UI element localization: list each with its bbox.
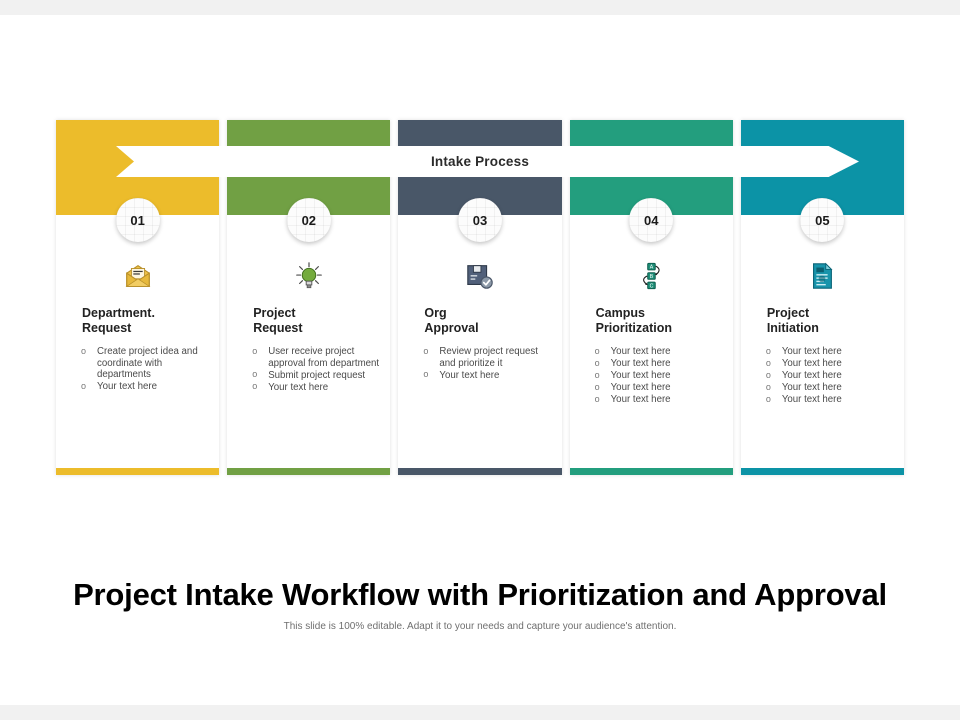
- bullet-item: Your text here: [765, 358, 896, 370]
- bullet-item: Your text here: [765, 346, 896, 358]
- document-certificate-icon: [805, 260, 839, 292]
- step-bullet-list: Create project idea and coordinate with …: [80, 346, 211, 393]
- bullet-item: Your text here: [422, 369, 553, 382]
- bullet-item: Your text here: [594, 358, 725, 370]
- bullet-item: Your text here: [80, 381, 211, 393]
- bullet-item: Your text here: [765, 394, 896, 406]
- bullet-item: Your text here: [765, 382, 896, 394]
- svg-text:A: A: [650, 265, 654, 271]
- process-step-02[interactable]: 02ProjectRequestUser receive project app…: [227, 120, 391, 475]
- bullet-item: Your text here: [594, 394, 725, 406]
- step-title-line1: Campus: [595, 306, 645, 320]
- step-bullet-list: Your text hereYour text hereYour text he…: [594, 346, 725, 406]
- step-bullet-list: Review project request and prioritize it…: [422, 345, 553, 382]
- process-step-05[interactable]: 05ProjectInitiationYour text hereYour te…: [740, 120, 905, 475]
- lightbulb-idea-icon: [292, 260, 326, 292]
- step-number-badge: 05: [800, 198, 845, 242]
- page-subtitle: This slide is 100% editable. Adapt it to…: [283, 621, 677, 632]
- step-footer-bar: [56, 468, 220, 475]
- step-title-line1: Org: [424, 306, 447, 320]
- step-title: Department.Request: [82, 306, 207, 336]
- bullet-item: Your text here: [594, 382, 725, 394]
- envelope-mail-icon: [121, 260, 155, 292]
- step-number-badge: 02: [286, 198, 331, 242]
- step-title-line1: Department.: [82, 306, 155, 320]
- bullet-item: Submit project request: [251, 369, 382, 382]
- bullet-item: Your text here: [251, 381, 382, 394]
- step-bullet-list: User receive project approval from depar…: [251, 345, 382, 394]
- step-title-line2: Prioritization: [595, 321, 673, 335]
- step-title-line1: Project: [253, 306, 296, 320]
- step-footer-bar: [569, 468, 733, 475]
- process-step-03[interactable]: 03OrgApprovalReview project request and …: [398, 120, 562, 475]
- step-number-badge: 03: [458, 198, 502, 242]
- bullet-item: User receive project approval from depar…: [251, 345, 382, 369]
- step-title-line2: Request: [253, 321, 303, 335]
- bullet-item: Create project idea and coordinate with …: [80, 346, 211, 381]
- page-title: Project Intake Workflow with Prioritizat…: [73, 577, 887, 612]
- step-number-badge: 04: [629, 198, 674, 242]
- step-footer-bar: [227, 468, 391, 475]
- svg-text:B: B: [650, 274, 654, 280]
- step-footer-bar: [398, 468, 562, 475]
- box-check-approval-icon: [463, 260, 497, 292]
- step-title-line2: Initiation: [766, 321, 819, 335]
- step-title-line2: Request: [82, 321, 132, 335]
- bullet-item: Review project request and prioritize it: [422, 345, 553, 369]
- step-footer-bar: [740, 468, 905, 475]
- step-title-line2: Approval: [424, 321, 479, 335]
- title-block: Project Intake Workflow with Prioritizat…: [0, 575, 960, 632]
- step-title-line1: Project: [766, 306, 810, 320]
- svg-text:C: C: [650, 283, 654, 289]
- step-bullet-list: Your text hereYour text hereYour text he…: [765, 346, 896, 406]
- step-number-badge: 01: [115, 198, 160, 242]
- bullet-item: Your text here: [765, 370, 896, 382]
- bullet-item: Your text here: [594, 346, 725, 358]
- process-step-04[interactable]: 04ABCCampusPrioritizationYour text hereY…: [569, 120, 733, 475]
- bullet-item: Your text here: [594, 370, 725, 382]
